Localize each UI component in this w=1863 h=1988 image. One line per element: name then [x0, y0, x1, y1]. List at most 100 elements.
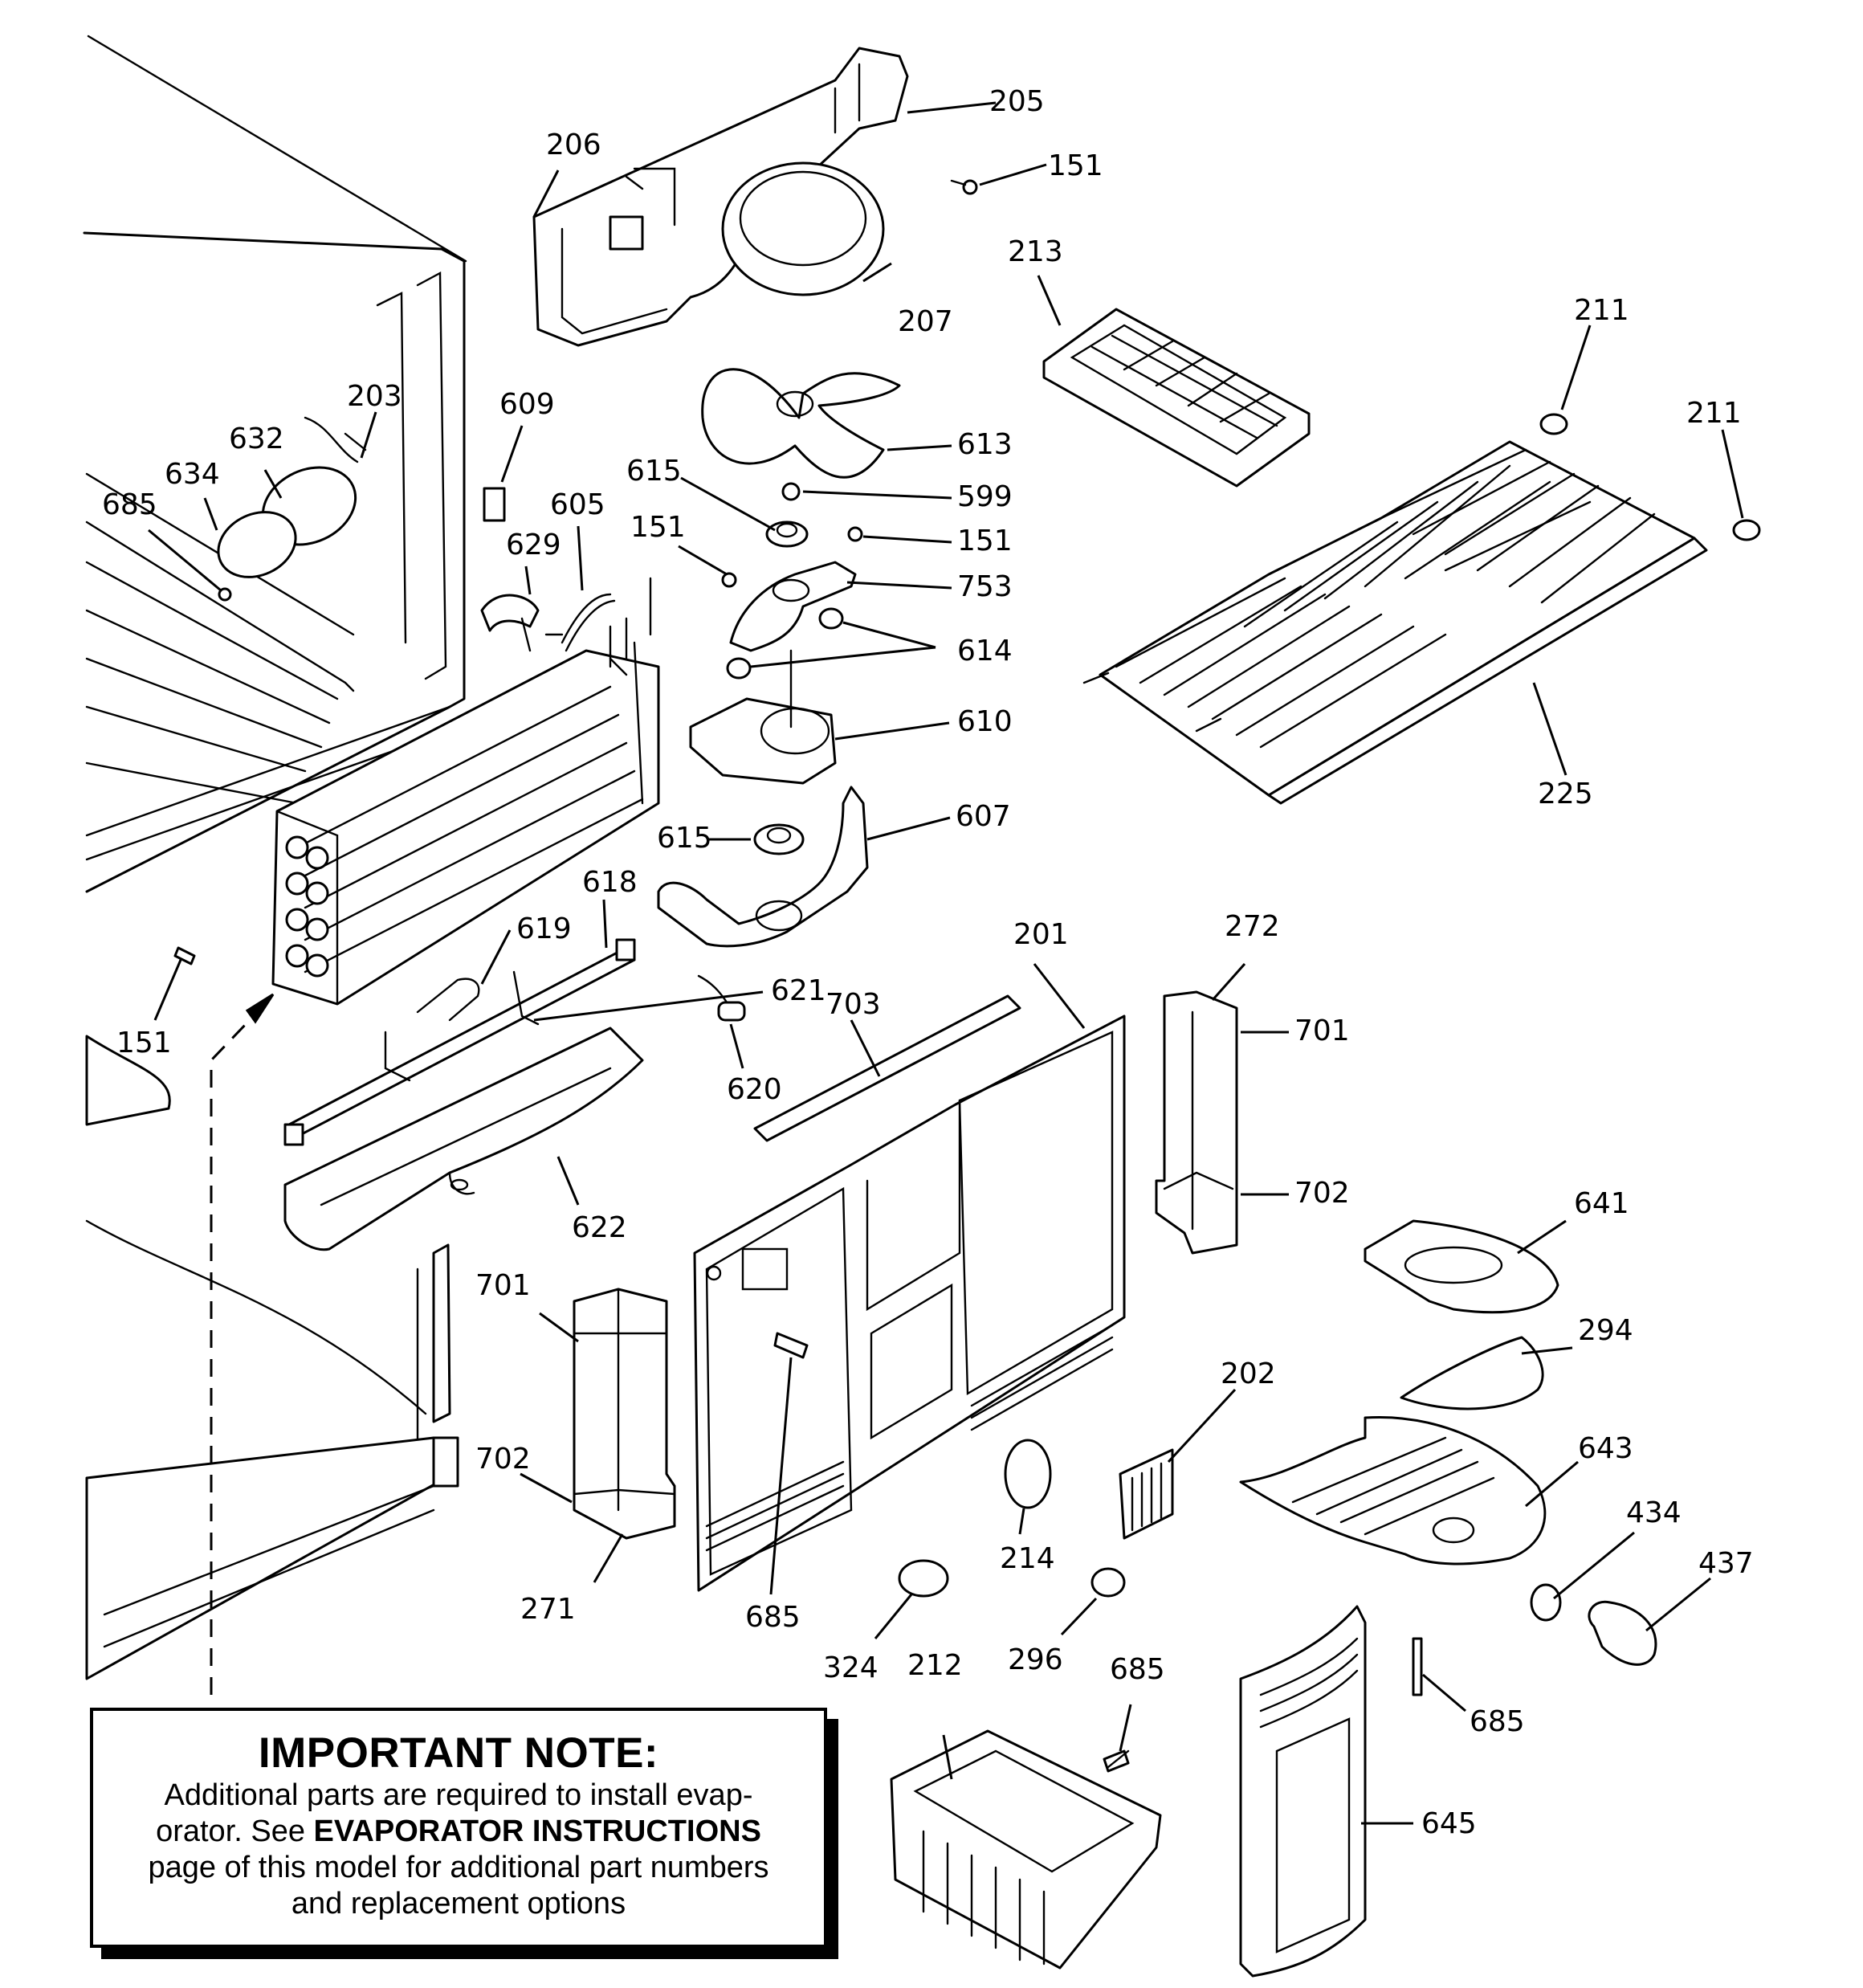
leader-lines — [148, 101, 1744, 1825]
callout-702: 702 — [475, 1443, 531, 1476]
grommet-614 — [726, 607, 844, 680]
callout-753: 753 — [957, 570, 1013, 603]
callout-685: 685 — [102, 488, 157, 521]
callout-151: 151 — [116, 1027, 172, 1059]
grille-202 — [1119, 1448, 1174, 1540]
mullion-272 — [1155, 990, 1238, 1255]
callout-434: 434 — [1626, 1496, 1682, 1529]
fan-motor-610 — [689, 649, 837, 785]
callout-605: 605 — [550, 488, 605, 521]
callout-614: 614 — [957, 635, 1013, 667]
tube-605 — [561, 593, 616, 652]
callout-212: 212 — [907, 1649, 963, 1682]
evaporator — [271, 577, 660, 1006]
grommet-615a — [765, 520, 809, 548]
callout-615: 615 — [657, 822, 712, 855]
callout-labels: 205 206 151 207 213 211 211 203 609 632 … — [102, 85, 1754, 1840]
part-643 — [1239, 1415, 1547, 1565]
callout-201: 201 — [1013, 918, 1069, 951]
part-296 — [1090, 1567, 1126, 1598]
callout-206: 206 — [546, 129, 601, 161]
callout-151: 151 — [1048, 149, 1103, 182]
callout-599: 599 — [957, 480, 1013, 513]
drain-trough-622 — [283, 1027, 644, 1251]
part-294 — [1400, 1336, 1544, 1410]
nut-599 — [781, 482, 801, 501]
evaporator-instructions-link[interactable]: EVAPORATOR INSTRUCTIONS — [313, 1815, 761, 1848]
callout-615: 615 — [626, 455, 682, 488]
cover-214 — [1004, 1439, 1052, 1509]
callout-609: 609 — [499, 388, 555, 421]
wire-shelf-225 — [1082, 440, 1708, 805]
note-line-3: page of this model for additional part n… — [148, 1851, 769, 1884]
callout-151: 151 — [630, 511, 686, 544]
callout-294: 294 — [1578, 1314, 1633, 1347]
bracket-621 — [384, 970, 540, 1082]
callout-645: 645 — [1421, 1807, 1477, 1840]
callout-613: 613 — [957, 428, 1013, 461]
callout-685: 685 — [1470, 1705, 1525, 1738]
callout-701: 701 — [475, 1269, 531, 1302]
bracket-607 — [657, 786, 869, 948]
evaporator-cover-201 — [693, 1014, 1126, 1592]
note-line-2: orator. See EVAPORATOR INSTRUCTIONS — [93, 1814, 824, 1850]
shelf-support-211a — [1539, 413, 1568, 435]
callout-643: 643 — [1578, 1432, 1633, 1465]
note-line-4: and replacement options — [291, 1887, 626, 1921]
callout-205: 205 — [989, 85, 1045, 118]
socket-434 — [1530, 1583, 1562, 1622]
callout-272: 272 — [1225, 910, 1280, 943]
callout-207: 207 — [898, 305, 953, 338]
front-cover-645 — [1239, 1605, 1367, 1978]
bulb-437 — [1588, 1600, 1657, 1666]
note-title: IMPORTANT NOTE: — [258, 1729, 659, 1777]
callout-211: 211 — [1574, 294, 1629, 327]
part-641 — [1364, 1219, 1559, 1314]
callout-211: 211 — [1686, 397, 1742, 430]
note-line-2-text: orator. See — [156, 1815, 314, 1848]
shelf-support-211b — [1732, 519, 1761, 541]
callout-619: 619 — [516, 912, 572, 945]
grommet-615b — [753, 823, 805, 855]
fan-blade-613 — [701, 368, 901, 479]
screw-685d — [1412, 1637, 1423, 1696]
bracket-753 — [729, 561, 857, 652]
callout-685: 685 — [745, 1601, 801, 1634]
callout-701: 701 — [1294, 1014, 1350, 1047]
screw-151d — [173, 946, 196, 965]
ice-tray-213 — [1042, 308, 1311, 488]
clip-619 — [416, 978, 480, 1022]
heater-618 — [283, 938, 636, 1146]
callout-634: 634 — [165, 458, 220, 491]
callout-629: 629 — [506, 529, 561, 561]
screw-151b — [721, 572, 737, 588]
callout-203: 203 — [347, 380, 402, 413]
light-housing-632 — [217, 416, 367, 602]
callout-437: 437 — [1698, 1547, 1754, 1580]
screw-685c — [1103, 1749, 1130, 1773]
screw-151-top — [950, 179, 978, 195]
mullion-271 — [573, 1288, 676, 1540]
screw-151c — [847, 526, 863, 542]
callout-324: 324 — [823, 1651, 879, 1684]
callout-214: 214 — [1000, 1542, 1055, 1575]
callout-632: 632 — [229, 423, 284, 455]
callout-296: 296 — [1008, 1643, 1063, 1676]
callout-702: 702 — [1294, 1177, 1350, 1210]
fan-shroud-206 — [532, 47, 909, 347]
callout-621: 621 — [771, 974, 826, 1007]
callout-213: 213 — [1008, 235, 1063, 268]
clip-629 — [480, 594, 564, 652]
bin-212 — [890, 1729, 1162, 1970]
callout-620: 620 — [727, 1073, 782, 1106]
important-note-box: IMPORTANT NOTE: Additional parts are req… — [90, 1708, 827, 1948]
switch-609 — [483, 487, 506, 522]
part-324 — [898, 1559, 949, 1598]
callout-610: 610 — [957, 705, 1013, 738]
callout-618: 618 — [582, 866, 638, 899]
callout-202: 202 — [1221, 1357, 1276, 1390]
callout-151: 151 — [957, 525, 1013, 557]
callout-225: 225 — [1538, 778, 1593, 810]
